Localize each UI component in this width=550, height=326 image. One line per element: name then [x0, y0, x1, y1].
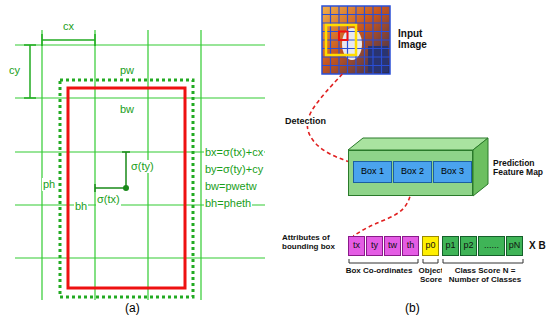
panel-label: (b) [404, 302, 421, 316]
node-label: ty [371, 241, 378, 251]
offset-label: σ(tx) [96, 193, 121, 206]
red-cell [339, 32, 348, 41]
feature-map: Box 1Box 2Box 3Prediction Feature Map [348, 150, 473, 196]
node-label: Box 1 [361, 167, 384, 177]
equation: by=σ(ty)+cy [204, 163, 264, 176]
coordinate-cell: ty [366, 236, 383, 256]
class-cell: pN [506, 236, 523, 256]
cuboid-top [348, 138, 488, 150]
input-image: Input Image [322, 6, 390, 74]
node-label: Box 3 [441, 167, 464, 177]
class-cell: p2 [460, 236, 477, 256]
class-cell: p1 [442, 236, 459, 256]
bracket-label: Box Co-ordinates [338, 266, 420, 275]
equation: bx=σ(tx)+cx [204, 146, 264, 159]
panel-label: (a) [124, 302, 141, 316]
node-label: tw [388, 241, 397, 251]
node-label: p0 [425, 241, 435, 251]
group-bracket [443, 259, 523, 263]
node-label: tx [353, 241, 360, 251]
offset-label: σ(ty) [130, 160, 155, 173]
equation: bh=pheth [204, 197, 252, 210]
edge-label: Detection [284, 116, 327, 126]
dimension-label: cx [62, 20, 75, 33]
node-label: pN [509, 241, 521, 251]
center-dot [123, 185, 129, 191]
image-grid [322, 6, 390, 74]
node-label: th [407, 241, 415, 251]
predicted-box [68, 88, 185, 288]
attribute-vector: txtytwthp0p1p2......pNAttributes of boun… [348, 236, 524, 256]
coordinate-cell: tw [384, 236, 401, 256]
multiplier: X B [528, 240, 547, 252]
group-bracket [349, 259, 418, 263]
node-label: p2 [463, 241, 473, 251]
cuboid-side [473, 138, 488, 196]
objectness-cell: p0 [422, 236, 439, 256]
group-bracket [423, 259, 438, 263]
dimension-label: bh [74, 200, 88, 213]
grid-lines [15, 30, 265, 300]
dimension-bracket [24, 45, 36, 98]
offset-line [95, 184, 126, 192]
class-cell: ...... [478, 236, 505, 256]
coordinate-cell: th [402, 236, 419, 256]
dimension-bracket [42, 34, 95, 46]
dimension-label: bw [119, 103, 135, 116]
photo [322, 6, 390, 74]
dimension-label: pw [119, 64, 135, 77]
offset-line [122, 152, 130, 188]
photo-shadow [368, 46, 388, 72]
bracket-label: Class Score N = Number of Classes [442, 266, 528, 284]
anchor-box [60, 80, 193, 297]
yellow-box [326, 25, 356, 55]
image-border [322, 6, 390, 74]
equation: bw=pwetw [204, 180, 258, 193]
node-heading: Input Image [398, 28, 442, 50]
node-label: Box 2 [401, 167, 424, 177]
dimension-label: cy [8, 64, 21, 77]
node-label: p1 [445, 241, 455, 251]
box-slot: Box 2 [393, 161, 432, 183]
box-slot: Box 1 [353, 161, 392, 183]
coordinate-cell: tx [348, 236, 365, 256]
dimension-label: ph [42, 178, 56, 191]
node-heading: Attributes of bounding box [282, 234, 344, 252]
node-label: ...... [484, 241, 499, 251]
node-heading: Prediction Feature Map [493, 159, 545, 178]
box-slot: Box 3 [433, 161, 472, 183]
